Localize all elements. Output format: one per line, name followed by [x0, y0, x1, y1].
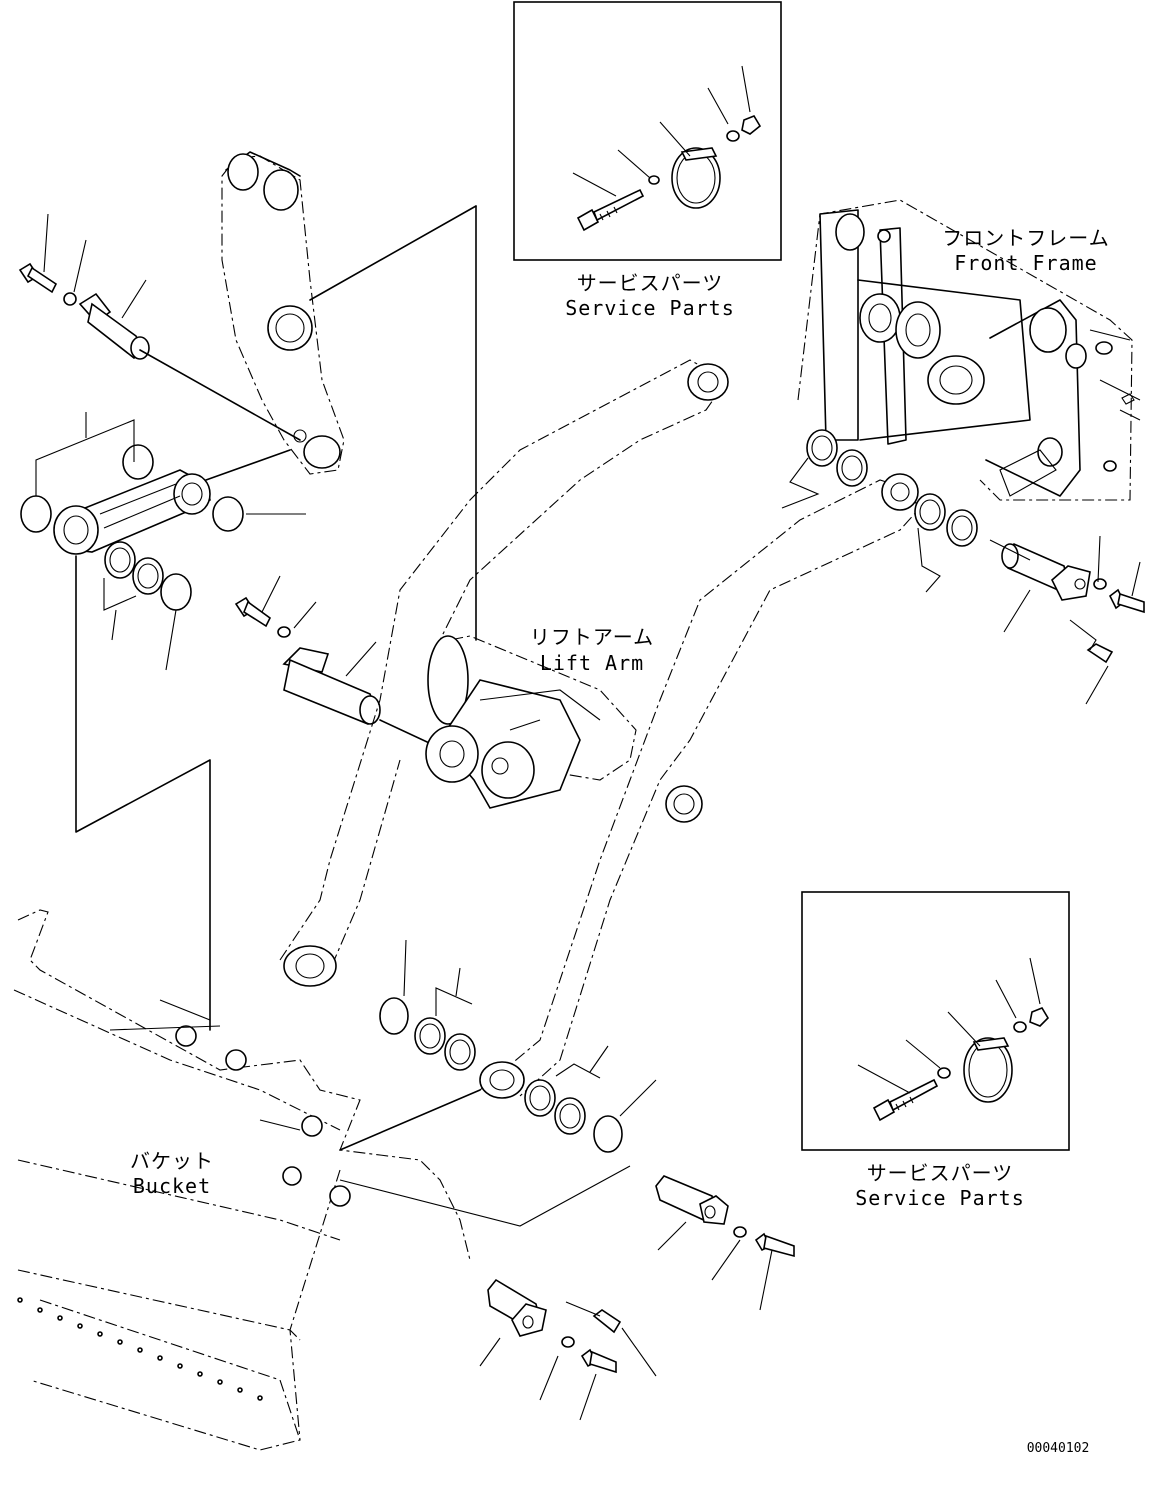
service-bolt-bottom	[872, 1078, 939, 1122]
lift-arm-label-jp: リフトアーム	[530, 625, 654, 649]
lift-arm	[279, 359, 919, 1099]
link-rod	[53, 469, 211, 555]
service-ring-top	[671, 147, 721, 209]
lift-arm-label-en: Lift Arm	[540, 651, 644, 675]
pin-bucket-upper	[655, 1175, 795, 1258]
pin-front-frame	[1001, 543, 1145, 664]
service-washer-bottom	[937, 1067, 951, 1079]
service-washer-top-2	[726, 130, 740, 142]
service-parts-bottom-en: Service Parts	[855, 1186, 1025, 1210]
seals-front-frame	[806, 429, 978, 547]
bucket-bolt-holes	[17, 1297, 263, 1401]
service-ring-bottom	[963, 1037, 1013, 1103]
pin-top-left	[18, 262, 150, 360]
service-parts-top-jp: サービスパーツ	[577, 271, 724, 295]
bucket-label-en: Bucket	[133, 1174, 211, 1198]
drawing-number: 00040102	[1027, 1441, 1090, 1456]
pin-center	[234, 596, 381, 725]
service-washer-bottom-2	[1013, 1021, 1027, 1033]
service-bolt-top	[576, 188, 645, 232]
seals-lower	[379, 997, 623, 1153]
service-parts-box-bottom	[801, 891, 1070, 1151]
service-parts-box-top	[513, 1, 782, 261]
pin-bucket-lower	[487, 1278, 622, 1374]
bucket-label-jp: バケット	[130, 1149, 214, 1173]
service-parts-top-en: Service Parts	[565, 296, 735, 320]
bucket	[13, 909, 471, 1451]
front-frame-label-en: Front Frame	[954, 251, 1097, 275]
service-nut-top	[741, 115, 762, 135]
front-frame	[797, 199, 1141, 501]
service-washer-top	[648, 175, 660, 185]
service-nut-bottom	[1029, 1007, 1050, 1027]
front-frame-label-jp: フロントフレーム	[942, 226, 1109, 250]
bell-crank	[221, 151, 477, 641]
service-parts-bottom-jp: サービスパーツ	[867, 1161, 1014, 1185]
